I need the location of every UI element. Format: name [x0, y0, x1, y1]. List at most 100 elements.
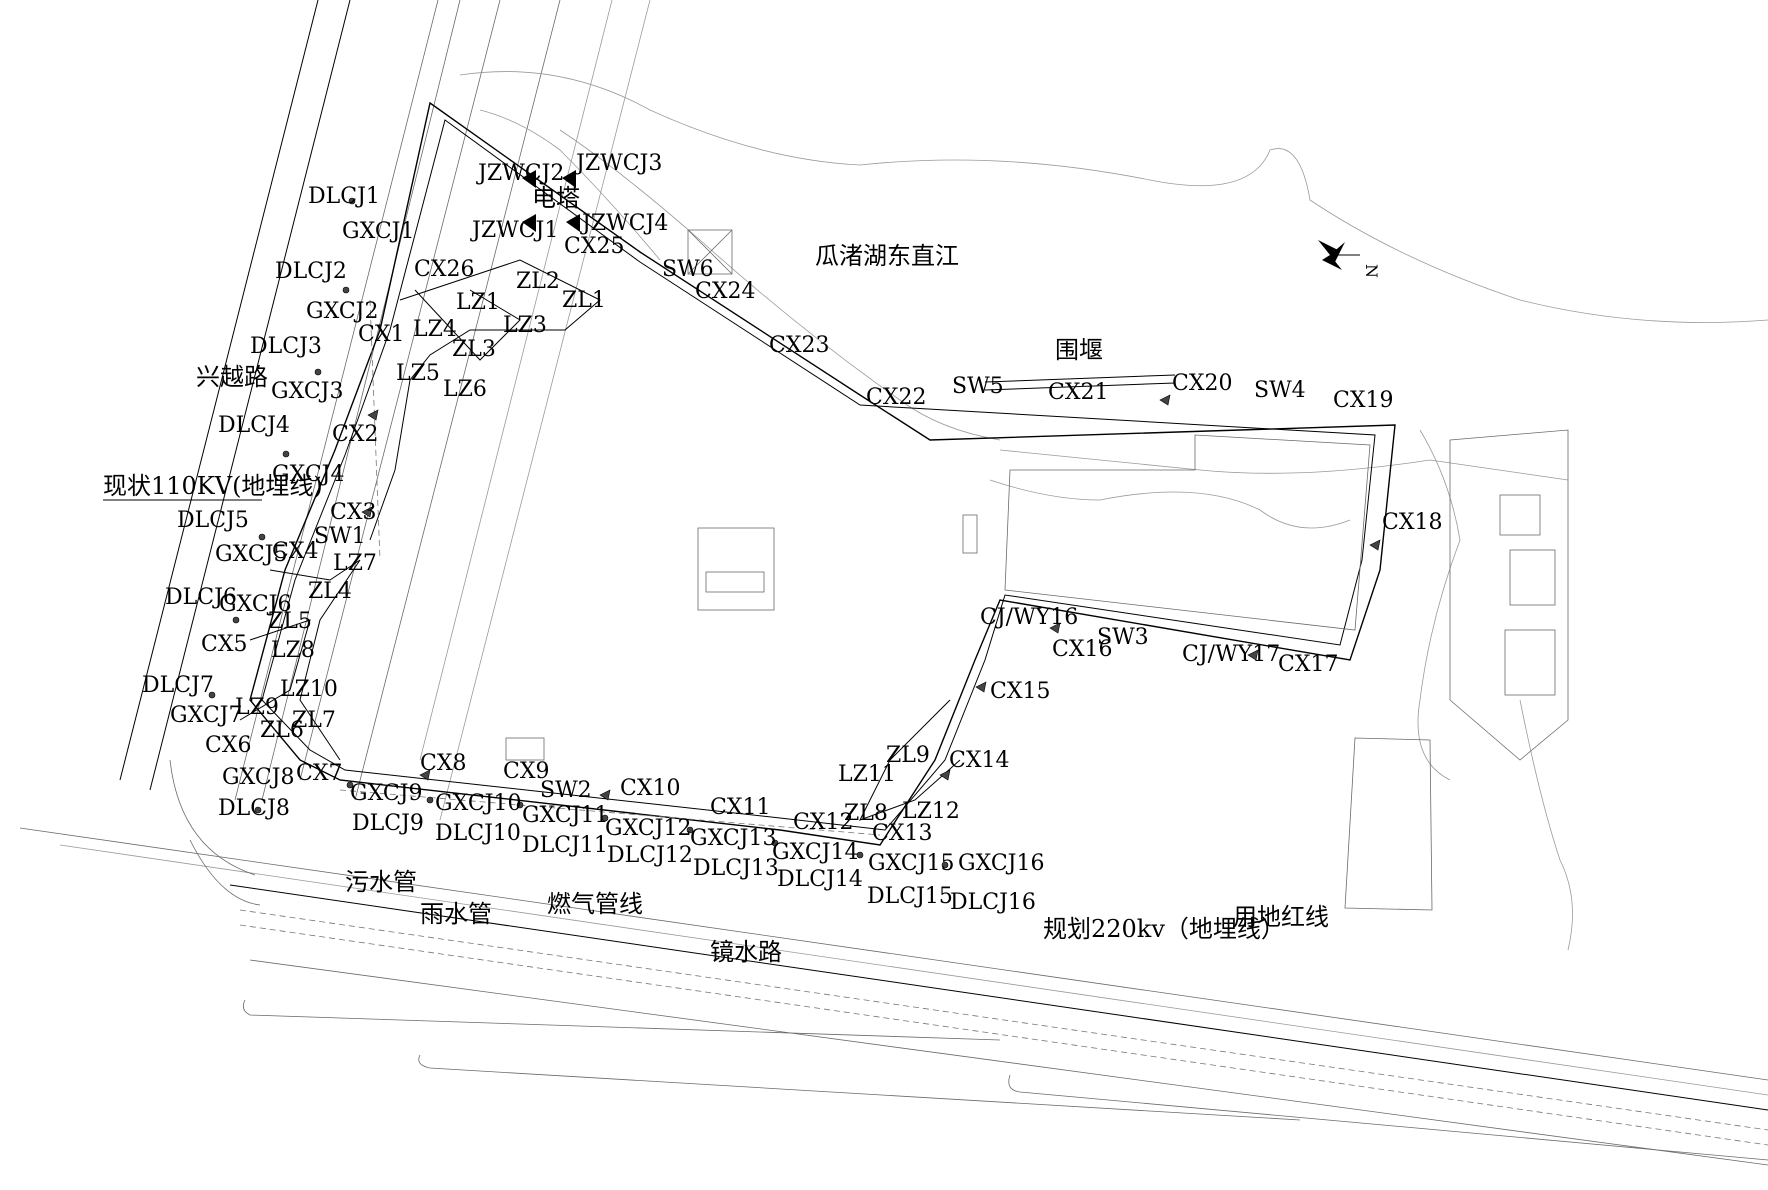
label-lz1: LZ1 — [456, 290, 500, 315]
north-arrow-icon: N — [1318, 240, 1381, 278]
label-cx25: CX25 — [564, 234, 625, 259]
label-zl3: ZL3 — [452, 337, 496, 362]
point-labels: JZWCJ2 JZWCJ3 JZWCJ1 JZWCJ4 DLCJ1 GXCJ1 … — [142, 151, 1443, 915]
label-gxcj16: GXCJ16 — [958, 851, 1045, 876]
road-jingshui-label: 镜水路 — [710, 938, 782, 966]
label-sw6: SW6 — [662, 257, 714, 282]
label-cx4: CX4 — [272, 539, 319, 564]
label-lz4: LZ4 — [413, 317, 457, 342]
label-lz7: LZ7 — [333, 551, 377, 576]
label-lz6: LZ6 — [443, 377, 487, 402]
label-dlcj10: DLCJ10 — [435, 821, 521, 846]
label-lz11: LZ11 — [838, 762, 896, 787]
planned-220kv-label: 规划220kv（地埋线） — [1043, 915, 1285, 943]
label-lz10: LZ10 — [280, 677, 338, 702]
label-cx11: CX11 — [710, 795, 771, 820]
label-dlcj9: DLCJ9 — [352, 811, 424, 836]
label-dlcj3: DLCJ3 — [250, 334, 322, 359]
sewage-pipe-label: 污水管 — [345, 868, 417, 896]
label-gxcj5: GXCJ5 — [215, 542, 288, 567]
label-lz12: LZ12 — [902, 799, 960, 824]
label-dlcj14: DLCJ14 — [777, 867, 863, 892]
road-jingshui-lines — [19, 759, 1768, 1166]
label-jzwcj4: JZWCJ4 — [580, 211, 668, 236]
label-dlcj13: DLCJ13 — [693, 856, 779, 881]
label-cx15: CX15 — [990, 679, 1051, 704]
label-gxcj15: GXCJ15 — [868, 851, 955, 876]
label-dlcj11: DLCJ11 — [522, 833, 608, 858]
redline-label: 用地红线 — [1233, 903, 1329, 931]
label-dlcj6: DLCJ6 — [165, 585, 237, 610]
tower-markers — [522, 170, 580, 232]
label-cx18: CX18 — [1382, 510, 1443, 535]
existing-110kv-label: 现状110KV(地埋线) — [103, 472, 323, 500]
label-cx17: CX17 — [1278, 652, 1339, 677]
label-sw1: SW1 — [314, 524, 366, 549]
label-cx21: CX21 — [1048, 380, 1109, 405]
label-lz8: LZ8 — [271, 638, 315, 663]
label-zl2: ZL2 — [516, 269, 560, 294]
label-gxcj4: GXCJ4 — [272, 462, 345, 487]
label-zl9: ZL9 — [886, 743, 930, 768]
label-gxcj14: GXCJ14 — [772, 840, 859, 865]
label-gxcj10: GXCJ10 — [435, 791, 522, 816]
label-zl7: ZL7 — [292, 708, 336, 733]
label-sw4: SW4 — [1254, 378, 1306, 403]
label-gxcj7: GXCJ7 — [170, 703, 243, 728]
label-cx26: CX26 — [414, 257, 475, 282]
label-dlcj5: DLCJ5 — [177, 508, 249, 533]
label-gxcj9: GXCJ9 — [350, 781, 423, 806]
label-cx7: CX7 — [296, 761, 343, 786]
label-zl6: ZL6 — [260, 718, 304, 743]
label-dlcj4: DLCJ4 — [218, 413, 290, 438]
label-gxcj2: GXCJ2 — [306, 299, 379, 324]
label-cx16: CX16 — [1052, 637, 1113, 662]
river-bank-lines — [459, 71, 1768, 781]
label-dlcj2: DLCJ2 — [275, 259, 347, 284]
cofferdam-label: 围堰 — [1055, 336, 1103, 364]
road-xingyue-lines — [119, 0, 651, 821]
chinese-labels: 兴越路 镜水路 瓜渚湖东直江 电塔 围堰 现状110KV(地埋线) 规划220k… — [103, 184, 1329, 966]
label-cx3: CX3 — [330, 500, 377, 525]
label-cx10: CX10 — [620, 776, 681, 801]
gas-pipe-label: 燃气管线 — [547, 890, 643, 918]
label-cx9: CX9 — [503, 759, 550, 784]
rain-pipe-label: 雨水管 — [420, 900, 492, 928]
north-label: N — [1362, 264, 1381, 278]
label-cx22: CX22 — [866, 385, 927, 410]
label-sw3: SW3 — [1097, 625, 1149, 650]
monitoring-markers — [208, 197, 1381, 869]
label-gxcj6: GXCJ6 — [219, 592, 292, 617]
label-cx8: CX8 — [420, 751, 467, 776]
label-cjwy16: CJ/WY16 — [980, 605, 1078, 630]
label-jzwcj2: JZWCJ2 — [476, 161, 564, 186]
label-dlcj7: DLCJ7 — [142, 673, 214, 698]
label-cx12: CX12 — [793, 810, 854, 835]
label-cx24: CX24 — [695, 279, 756, 304]
label-cx19: CX19 — [1333, 388, 1394, 413]
cofferdam-band — [984, 374, 1176, 391]
label-cx2: CX2 — [332, 422, 379, 447]
label-zl1: ZL1 — [562, 288, 606, 313]
internal-buildings — [505, 229, 978, 761]
label-gxcj12: GXCJ12 — [605, 816, 692, 841]
label-dlcj12: DLCJ12 — [607, 843, 693, 868]
label-cx13: CX13 — [872, 821, 933, 846]
label-zl8: ZL8 — [844, 801, 888, 826]
tower-label: 电塔 — [532, 184, 580, 212]
label-cx23: CX23 — [769, 333, 830, 358]
label-cx1: CX1 — [358, 322, 405, 347]
label-gxcj11: GXCJ11 — [522, 803, 609, 828]
label-sw2: SW2 — [540, 778, 592, 803]
label-dlcj8: DLCJ8 — [218, 796, 290, 821]
label-jzwcj3: JZWCJ3 — [574, 151, 662, 176]
label-gxcj1: GXCJ1 — [342, 219, 415, 244]
label-cx20: CX20 — [1172, 371, 1233, 396]
label-jzwcj1: JZWCJ1 — [470, 218, 558, 243]
label-dlcj15: DLCJ15 — [867, 884, 953, 909]
label-lz3: LZ3 — [503, 313, 547, 338]
label-gxcj13: GXCJ13 — [690, 826, 777, 851]
label-zl5: ZL5 — [268, 609, 312, 634]
label-dlcj1: DLCJ1 — [308, 184, 380, 209]
